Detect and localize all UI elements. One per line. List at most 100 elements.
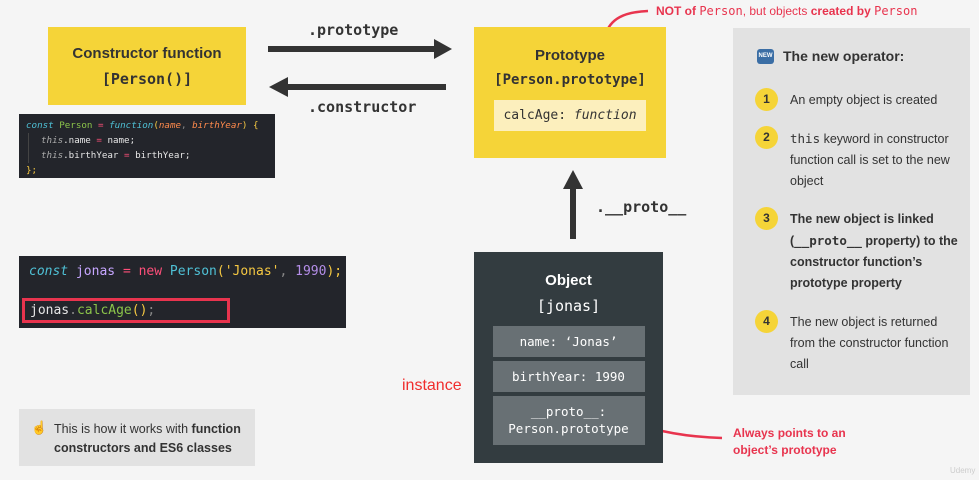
code-token: birthYear; bbox=[135, 150, 191, 161]
note-code: Person bbox=[874, 4, 918, 18]
note-bold: created by bbox=[810, 4, 871, 18]
code-token: ) bbox=[241, 120, 248, 131]
step-text-body: The new object is linked ( bbox=[790, 212, 934, 248]
step-item: 2 this keyword in constructor function c… bbox=[755, 126, 960, 192]
tip-box: ☝ This is how it works with function con… bbox=[19, 409, 255, 466]
note-line: object’s prototype bbox=[733, 443, 837, 457]
code-token: name bbox=[158, 120, 182, 131]
constructor-box-subtitle: [Person()] bbox=[101, 70, 193, 88]
code-token: 'Jonas' bbox=[224, 264, 280, 279]
step-text-body: property) to the constructor function’s … bbox=[790, 234, 958, 290]
bottom-annotation: Always points to an object’s prototype bbox=[733, 425, 846, 459]
code-token: Person bbox=[59, 120, 93, 131]
code-token: 1990 bbox=[295, 264, 327, 279]
code-token: jonas bbox=[75, 264, 116, 279]
step-item: 3 The new object is linked (__proto__ pr… bbox=[755, 207, 960, 294]
object-property-name: name: ‘Jonas’ bbox=[492, 326, 645, 357]
code-line-1: const Person = function(name, birthYear)… bbox=[26, 118, 268, 133]
code-token: birthYear bbox=[192, 120, 242, 131]
code-line-4: }; bbox=[26, 165, 38, 176]
tip-text: This is how it works with function const… bbox=[54, 420, 255, 466]
step-text: this keyword in constructor function cal… bbox=[790, 128, 960, 192]
highlighted-code-line: jonas.calcAge(); bbox=[22, 298, 230, 323]
object-box-title: Object bbox=[545, 272, 592, 289]
new-operator-heading: NEW The new operator: bbox=[757, 48, 970, 64]
step-text: The new object is linked (__proto__ prop… bbox=[790, 209, 960, 294]
note-text: NOT of bbox=[656, 4, 700, 18]
code-token: = bbox=[96, 135, 102, 146]
code-token: = bbox=[124, 150, 130, 161]
step-number: 2 bbox=[755, 126, 778, 149]
step-text-body: keyword in constructor function call is … bbox=[790, 132, 950, 188]
step-text: An empty object is created bbox=[790, 93, 938, 107]
constructor-arrow-label: .constructor bbox=[308, 98, 417, 116]
note-line: Always points to an bbox=[733, 426, 846, 440]
object-property-birthyear: birthYear: 1990 bbox=[492, 361, 645, 392]
prototype-method: calcAge: function bbox=[494, 100, 646, 131]
pointing-finger-icon: ☝ bbox=[31, 420, 48, 435]
step-code: this bbox=[790, 131, 821, 146]
top-annotation: NOT of Person, but objects created by Pe… bbox=[656, 4, 917, 18]
prototype-box-title: Prototype bbox=[534, 47, 605, 64]
code-line-1: const jonas = new Person('Jonas', 1990); bbox=[29, 264, 342, 279]
code-token: .birthYear bbox=[63, 150, 119, 161]
code-token: .name bbox=[63, 135, 91, 146]
code-token: this bbox=[41, 135, 64, 146]
proto-arrow bbox=[563, 170, 583, 239]
code-token: name; bbox=[107, 135, 136, 146]
code-token: , bbox=[279, 264, 288, 279]
method-value: function bbox=[573, 108, 637, 123]
code-token: const bbox=[26, 120, 54, 131]
code-token: = bbox=[122, 264, 131, 279]
step-code: __proto__ bbox=[794, 233, 862, 248]
step-item: 1 An empty object is created bbox=[755, 88, 960, 111]
new-operator-title: The new operator: bbox=[783, 48, 905, 64]
object-box: Object [jonas] name: ‘Jonas’ birthYear: … bbox=[474, 252, 663, 463]
instance-code-block: const jonas = new Person('Jonas', 1990);… bbox=[19, 256, 346, 328]
code-token: function bbox=[109, 120, 154, 131]
step-number: 4 bbox=[755, 310, 778, 333]
note-code: Person bbox=[699, 4, 743, 18]
code-token: () bbox=[131, 303, 148, 318]
code-token: , bbox=[181, 120, 187, 131]
code-token: Person bbox=[169, 264, 217, 279]
tip-text-body: This is how it works with bbox=[54, 422, 192, 436]
watermark-logo: Udemy bbox=[950, 466, 976, 475]
prototype-arrow-label: .prototype bbox=[308, 21, 399, 39]
prototype-box-subtitle: [Person.prototype] bbox=[494, 72, 646, 88]
note-text: , but objects bbox=[742, 4, 811, 18]
code-token: jonas bbox=[30, 303, 70, 318]
code-token: { bbox=[253, 120, 259, 131]
proto-key: __proto__: bbox=[530, 404, 607, 419]
code-token: new bbox=[138, 264, 163, 279]
code-line-3: this.birthYear = birthYear; bbox=[28, 148, 268, 163]
proto-arrow-label: .__proto__ bbox=[596, 198, 687, 216]
step-number: 3 bbox=[755, 207, 778, 230]
method-key: calcAge: bbox=[503, 108, 567, 123]
code-token: ; bbox=[147, 303, 156, 318]
prototype-box: Prototype [Person.prototype] calcAge: fu… bbox=[474, 27, 666, 158]
code-token: ( bbox=[216, 264, 225, 279]
constructor-box-title: Constructor function bbox=[72, 45, 222, 62]
prototype-arrow bbox=[268, 39, 452, 59]
new-badge-icon: NEW bbox=[757, 48, 774, 64]
code-token: . bbox=[69, 303, 77, 318]
code-line-2: this.name = name; bbox=[28, 133, 268, 148]
code-token: ( bbox=[153, 120, 159, 131]
step-number: 1 bbox=[755, 88, 778, 111]
object-box-subtitle: [jonas] bbox=[536, 297, 601, 315]
code-token: calcAge bbox=[76, 303, 132, 318]
step-text: The new object is returned from the cons… bbox=[790, 315, 949, 371]
instance-label: instance bbox=[402, 377, 462, 394]
code-token: const bbox=[29, 264, 69, 279]
code-token: ); bbox=[326, 264, 343, 279]
tip-text-bold: function constructors and ES6 classes bbox=[54, 422, 241, 455]
constructor-arrow bbox=[269, 77, 446, 97]
code-token: this bbox=[41, 150, 64, 161]
constructor-function-box: Constructor function [Person()] bbox=[48, 27, 246, 105]
new-operator-panel: NEW The new operator: 1 An empty object … bbox=[733, 28, 970, 395]
constructor-code-block: const Person = function(name, birthYear)… bbox=[19, 114, 275, 178]
step-item: 4 The new object is returned from the co… bbox=[755, 310, 960, 375]
code-token: = bbox=[97, 120, 104, 131]
proto-value: Person.prototype bbox=[508, 421, 629, 436]
